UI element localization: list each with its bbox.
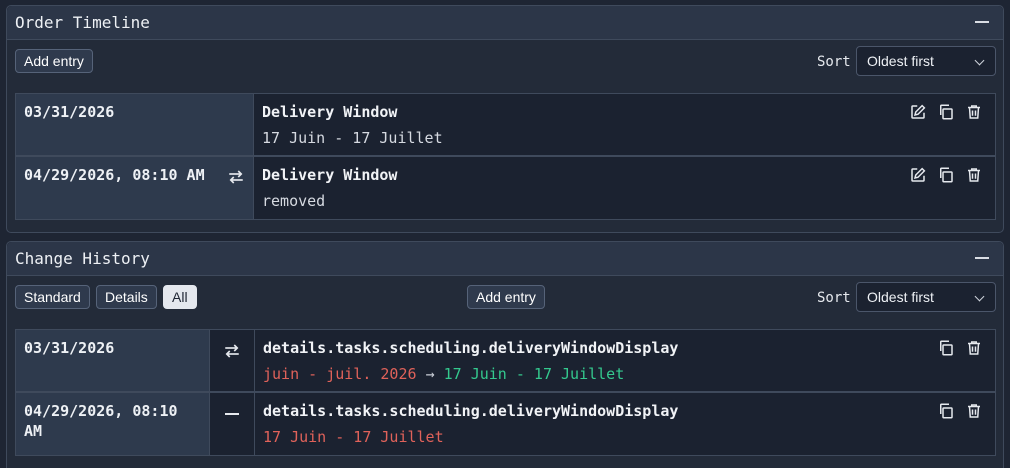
copy-icon[interactable] — [937, 339, 955, 357]
sort-select[interactable]: Oldest first — [856, 282, 996, 312]
history-field-path: details.tasks.scheduling.deliveryWindowD… — [263, 402, 679, 420]
change-history-panel: Change History Standard Details All Add … — [6, 241, 1004, 468]
chevron-down-icon — [974, 55, 985, 66]
history-date-cell: 03/31/2026 — [16, 330, 210, 391]
trash-icon[interactable] — [965, 339, 983, 357]
filter-standard-button[interactable]: Standard — [15, 285, 90, 309]
panel-title: Change History — [15, 249, 150, 268]
timeline-content-cell: Delivery Window removed — [254, 157, 995, 219]
swap-icon — [223, 342, 241, 364]
old-value: juin - juil. 2026 — [263, 365, 417, 383]
add-entry-button[interactable]: Add entry — [467, 285, 545, 309]
change-history-header[interactable]: Change History — [7, 242, 1003, 276]
edit-icon[interactable] — [909, 103, 927, 121]
swap-icon — [227, 168, 245, 186]
timeline-entry-value: removed — [262, 192, 326, 210]
sort-label: Sort — [817, 54, 851, 70]
sort-select-value: Oldest first — [867, 289, 934, 305]
sort-label: Sort — [817, 290, 851, 306]
copy-icon[interactable] — [937, 402, 955, 420]
history-op-cell — [210, 393, 255, 455]
timeline-date-cell: 03/31/2026 — [16, 94, 254, 155]
sort-select[interactable]: Oldest first — [856, 46, 996, 76]
old-value: 17 Juin - 17 Juillet — [263, 428, 444, 446]
new-value: 17 Juin - 17 Juillet — [443, 365, 625, 383]
trash-icon[interactable] — [965, 166, 983, 184]
history-row-actions — [937, 402, 983, 420]
copy-icon[interactable] — [937, 166, 955, 184]
history-op-cell — [210, 330, 255, 391]
trash-icon[interactable] — [965, 103, 983, 121]
timeline-date-cell: 04/29/2026, 08:10 AM — [16, 157, 254, 219]
history-content-cell: details.tasks.scheduling.deliveryWindowD… — [255, 330, 995, 391]
timeline-entry-title: Delivery Window — [262, 103, 398, 121]
history-date: 03/31/2026 — [24, 339, 115, 357]
history-content-cell: details.tasks.scheduling.deliveryWindowD… — [255, 393, 995, 455]
trash-icon[interactable] — [965, 402, 983, 420]
sort-select-value: Oldest first — [867, 53, 934, 69]
chevron-down-icon — [974, 291, 985, 302]
timeline-content-cell: Delivery Window 17 Juin - 17 Juillet — [254, 94, 995, 155]
timeline-row-actions — [909, 103, 983, 121]
edit-icon[interactable] — [909, 166, 927, 184]
collapse-icon[interactable] — [975, 21, 989, 23]
filter-all-button[interactable]: All — [163, 285, 197, 309]
dash-icon — [225, 405, 239, 415]
timeline-row: 04/29/2026, 08:10 AM Delivery Window rem… — [15, 156, 996, 220]
history-field-path: details.tasks.scheduling.deliveryWindowD… — [263, 339, 679, 357]
order-timeline-panel: Order Timeline Add entry Sort Oldest fir… — [6, 5, 1004, 233]
history-change-value: juin - juil. 2026 → 17 Juin - 17 Juillet — [263, 364, 987, 384]
timeline-row-actions — [909, 166, 983, 184]
history-row-actions — [937, 339, 983, 357]
history-date-cell: 04/29/2026, 08:10 AM — [16, 393, 210, 455]
filter-details-button[interactable]: Details — [96, 285, 157, 309]
collapse-icon[interactable] — [975, 257, 989, 259]
timeline-date: 03/31/2026 — [24, 103, 115, 121]
timeline-entry-title: Delivery Window — [262, 166, 398, 184]
copy-icon[interactable] — [937, 103, 955, 121]
arrow-right-icon: → — [425, 365, 435, 383]
timeline-date: 04/29/2026, 08:10 AM — [24, 166, 205, 184]
history-row: 03/31/2026 details.tasks.scheduling.deli… — [15, 329, 996, 392]
timeline-entry-value: 17 Juin - 17 Juillet — [262, 129, 443, 147]
history-row: 04/29/2026, 08:10 AM details.tasks.sched… — [15, 392, 996, 456]
panel-title: Order Timeline — [15, 13, 150, 32]
add-entry-button[interactable]: Add entry — [15, 49, 93, 73]
history-date: 04/29/2026, 08:10 AM — [24, 402, 178, 440]
timeline-row: 03/31/2026 Delivery Window 17 Juin - 17 … — [15, 93, 996, 156]
order-timeline-header[interactable]: Order Timeline — [7, 6, 1003, 40]
history-change-value: 17 Juin - 17 Juillet — [263, 427, 987, 447]
